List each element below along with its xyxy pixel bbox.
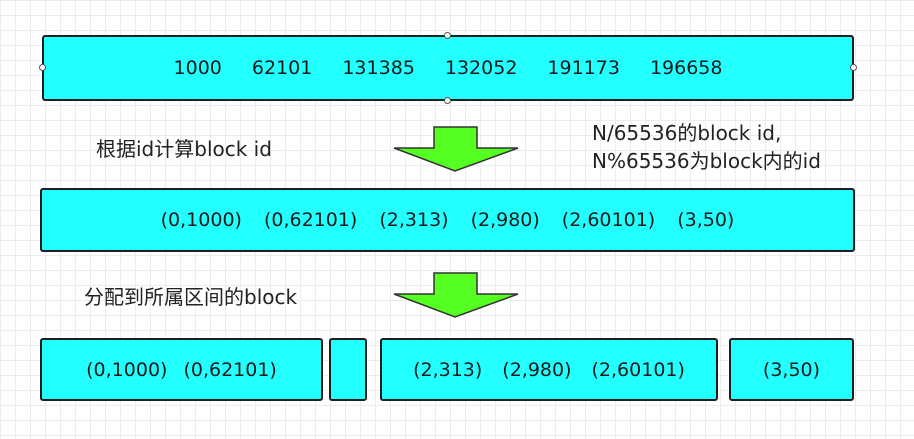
pair-value: (0,62101) <box>183 358 277 381</box>
pair-value: (2,980) <box>502 358 572 381</box>
step1-label: 根据id计算block id <box>96 137 272 161</box>
pair-value: (0,1000) <box>160 209 242 231</box>
step1-note-line1: N/65536的block id, <box>592 121 782 145</box>
step1-note-line2: N%65536为block内的id <box>592 149 821 173</box>
id-value: 1000 <box>173 57 222 79</box>
pair-value: (2,313) <box>413 358 483 381</box>
id-value: 196658 <box>649 57 723 79</box>
id-value: 62101 <box>251 57 313 79</box>
pair-value: (2,60101) <box>561 209 656 231</box>
pair-value: (2,313) <box>379 209 449 231</box>
block-1-box <box>329 338 367 401</box>
id-value: 132052 <box>444 57 518 79</box>
id-value: 131385 <box>342 57 415 79</box>
selection-handle-right[interactable] <box>850 64 857 71</box>
down-arrow-icon <box>393 272 519 318</box>
pair-value: (0,1000) <box>86 358 168 381</box>
pair-value: (2,60101) <box>591 358 685 381</box>
block-2-box: (2,313) (2,980) (2,60101) <box>380 338 718 401</box>
selection-handle-bottom[interactable] <box>444 97 451 104</box>
id-list-box: 1000 62101 131385 132052 191173 196658 <box>42 35 854 101</box>
selection-handle-top[interactable] <box>444 32 451 39</box>
pair-value: (0,62101) <box>263 209 358 231</box>
id-value: 191173 <box>547 57 620 79</box>
selection-handle-left[interactable] <box>39 64 46 71</box>
pair-value: (3,50) <box>677 209 735 231</box>
down-arrow-icon <box>393 126 519 172</box>
pair-list-box: (0,1000) (0,62101) (2,313) (2,980) (2,60… <box>40 188 855 252</box>
step2-label: 分配到所属区间的block <box>84 285 298 309</box>
pair-value: (3,50) <box>762 358 821 381</box>
pair-value: (2,980) <box>470 209 540 231</box>
block-3-box: (3,50) <box>729 338 854 401</box>
block-0-box: (0,1000) (0,62101) <box>40 338 323 401</box>
